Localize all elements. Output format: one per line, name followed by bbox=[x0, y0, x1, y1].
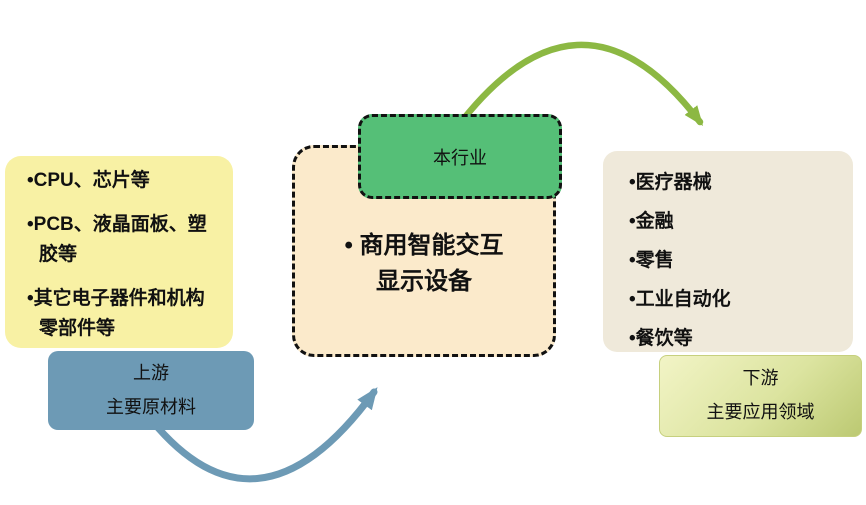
downstream-applications-list: 医疗器械 金融 零售 工业自动化 餐饮等 bbox=[629, 171, 843, 351]
upstream-subtitle: 主要原材料 bbox=[106, 397, 196, 417]
upstream-to-industry-arrow bbox=[141, 387, 378, 483]
list-item: 零售 bbox=[629, 249, 843, 273]
downstream-label-box: 下游 主要应用领域 bbox=[659, 355, 862, 437]
downstream-title: 下游 bbox=[742, 368, 779, 388]
industry-product-line2: 显示设备 bbox=[376, 268, 472, 295]
list-item: 其它电子器件和机构零部件等 bbox=[27, 284, 209, 344]
list-item: PCB、液晶面板、塑胶等 bbox=[27, 210, 209, 270]
list-item: 金融 bbox=[629, 210, 843, 234]
upstream-label-box: 上游 主要原材料 bbox=[48, 351, 254, 430]
list-item: 医疗器械 bbox=[629, 171, 843, 195]
downstream-applications-panel: 医疗器械 金融 零售 工业自动化 餐饮等 bbox=[603, 151, 853, 352]
industry-to-downstream-arrow bbox=[448, 41, 704, 138]
downstream-subtitle: 主要应用领域 bbox=[706, 402, 815, 422]
industry-product-line1: • 商用智能交互 bbox=[344, 232, 504, 259]
list-item: 工业自动化 bbox=[629, 288, 843, 312]
industry-tag-box: 本行业 bbox=[358, 114, 562, 199]
upstream-title: 上游 bbox=[133, 363, 169, 383]
list-item: CPU、芯片等 bbox=[27, 166, 209, 196]
upstream-materials-panel: CPU、芯片等 PCB、液晶面板、塑胶等 其它电子器件和机构零部件等 bbox=[5, 156, 233, 348]
industry-tag-label: 本行业 bbox=[433, 147, 487, 168]
list-item: 餐饮等 bbox=[629, 327, 843, 351]
upstream-materials-list: CPU、芯片等 PCB、液晶面板、塑胶等 其它电子器件和机构零部件等 bbox=[27, 166, 209, 344]
